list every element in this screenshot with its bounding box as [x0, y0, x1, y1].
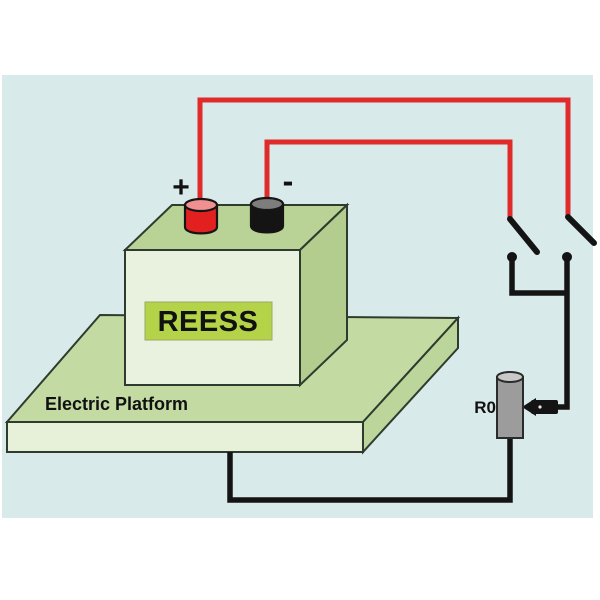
probe-connector-tip-icon — [522, 398, 536, 416]
reess-battery: REESS — [122, 202, 350, 388]
negative-terminal — [249, 196, 285, 234]
negative-wire — [264, 139, 513, 218]
switch-junction-wire — [509, 256, 567, 296]
resistor-r0 — [496, 371, 524, 439]
ground-wire — [227, 437, 513, 503]
positive-terminal — [183, 197, 219, 235]
resistor-top — [496, 371, 524, 383]
positive-terminal-top — [183, 197, 219, 213]
platform-front-face — [6, 421, 364, 453]
positive-wire — [197, 97, 571, 217]
resistor-body — [496, 376, 524, 439]
probe-connector-body — [531, 400, 558, 414]
switch-right-blade — [565, 214, 597, 246]
probe-connector — [522, 398, 558, 416]
plus-mark: + — [172, 171, 190, 204]
positive-terminal-body — [183, 203, 219, 235]
reess-name-plate — [144, 301, 273, 341]
minus-mark: - — [283, 163, 294, 199]
probe-connector-highlight — [538, 405, 542, 409]
electric-platform-label: Electric Platform — [45, 394, 188, 414]
negative-terminal-top — [249, 196, 285, 212]
negative-terminal-body — [249, 202, 285, 234]
resistor-label: R0 — [474, 398, 496, 417]
switch-left-blade — [507, 216, 540, 255]
reess-label: REESS — [158, 306, 259, 338]
